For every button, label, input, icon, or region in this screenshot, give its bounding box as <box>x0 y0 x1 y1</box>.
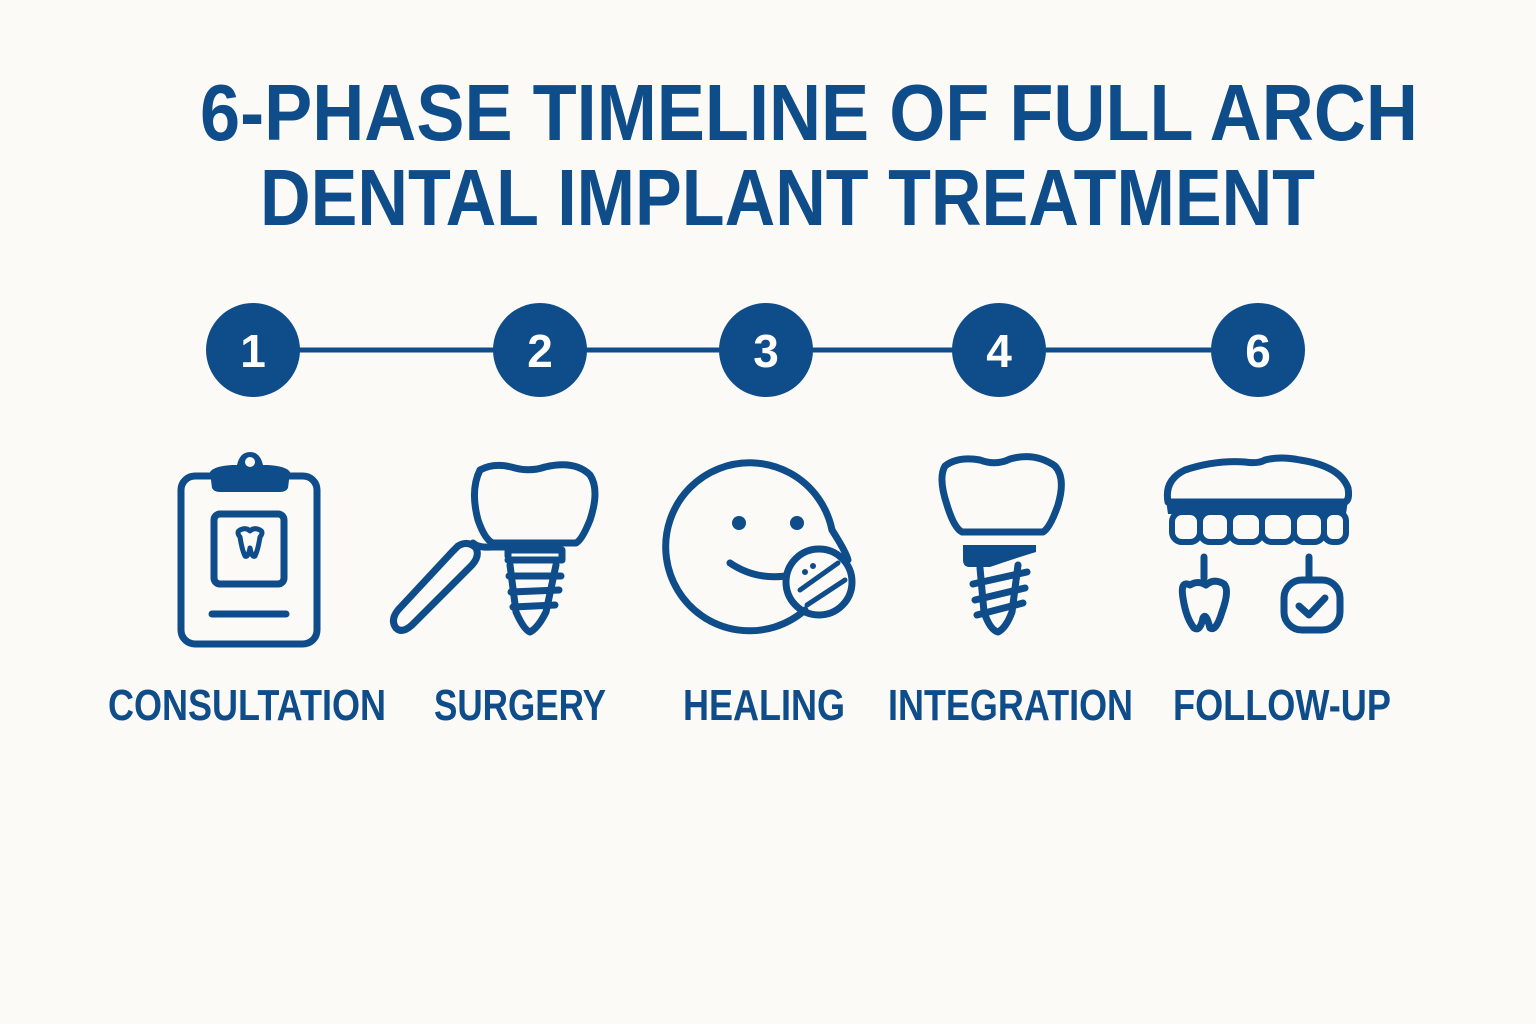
step-marker-6: 6 <box>1211 303 1305 397</box>
phase-label-consultation: CONSULTATION <box>108 681 386 730</box>
step-marker-1: 1 <box>206 303 300 397</box>
phase-label-surgery: SURGERY <box>434 681 606 730</box>
phase-label-follow-up: FOLLOW-UP <box>1173 681 1391 730</box>
step-number: 6 <box>1245 325 1271 377</box>
step-number: 2 <box>527 325 553 377</box>
step-number: 4 <box>986 325 1012 377</box>
title-line-2: DENTAL IMPLANT TREATMENT <box>260 153 1315 242</box>
dental-implant-icon <box>938 453 1065 636</box>
step-number: 1 <box>240 325 266 377</box>
page-title: 6-PHASE TIMELINE OF FULL ARCH DENTAL IMP… <box>200 68 1418 242</box>
step-marker-2: 2 <box>493 303 587 397</box>
clipboard-tooth-icon <box>177 452 321 648</box>
phase-label-healing: HEALING <box>683 681 845 730</box>
smiley-with-pill-icon <box>662 459 856 635</box>
step-number: 3 <box>753 325 779 377</box>
step-marker-4: 4 <box>952 303 1046 397</box>
step-marker-3: 3 <box>719 303 813 397</box>
phase-labels: CONSULTATION SURGERY HEALING INTEGRATION… <box>108 681 1391 730</box>
title-line-1: 6-PHASE TIMELINE OF FULL ARCH <box>200 68 1418 157</box>
implant-with-tool-icon <box>389 461 599 636</box>
phase-label-integration: INTEGRATION <box>888 681 1133 730</box>
full-arch-denture-check-icon <box>1163 454 1353 634</box>
